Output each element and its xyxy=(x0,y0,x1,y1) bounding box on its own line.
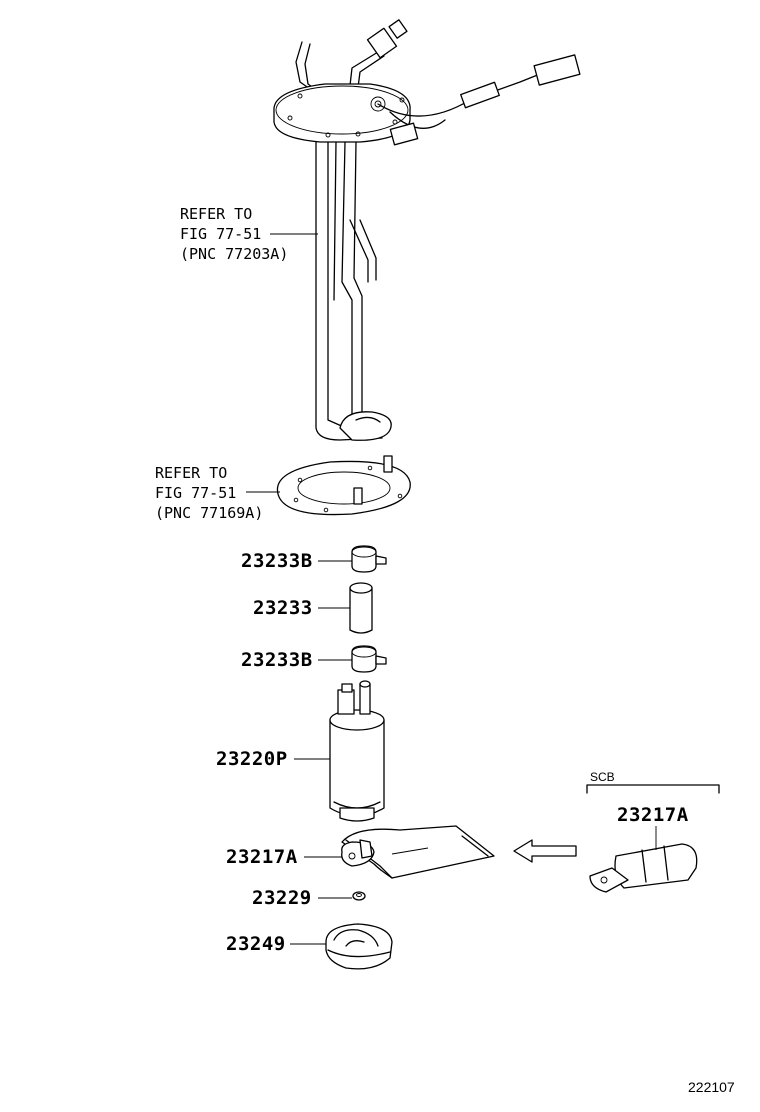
leader-lines xyxy=(246,233,657,945)
part-number-washer: 23229 xyxy=(252,887,312,909)
part-number-inset-filter: 23217A xyxy=(617,804,689,826)
part-number-hose: 23233 xyxy=(253,597,313,619)
clamp-lower xyxy=(351,645,387,673)
inset-filter xyxy=(589,843,698,893)
reference-label-lower-line1: REFER TO xyxy=(155,464,228,482)
reference-label-lower-line3: (PNC 77169A) xyxy=(155,504,264,522)
fuel-filter xyxy=(341,825,495,879)
inset-tag: SCB xyxy=(590,770,615,784)
hose xyxy=(349,582,373,634)
reference-label-upper-line1: REFER TO xyxy=(180,205,253,223)
part-number-clamp-upper: 23233B xyxy=(241,550,313,572)
reference-label-upper-line3: (PNC 77203A) xyxy=(180,245,289,263)
part-number-filter: 23217A xyxy=(226,846,298,868)
part-number-fuel-pump: 23220P xyxy=(216,748,288,770)
washer xyxy=(352,891,366,901)
reference-label-lower-line2: FIG 77-51 xyxy=(155,484,237,502)
inset-bracket xyxy=(586,784,720,794)
cushion xyxy=(325,923,393,970)
part-number-cushion: 23249 xyxy=(226,933,286,955)
reference-label-upper-line2: FIG 77-51 xyxy=(180,225,262,243)
part-number-clamp-lower: 23233B xyxy=(241,649,313,671)
fuel-pump xyxy=(329,680,385,822)
inset-arrow xyxy=(513,839,577,863)
clamp-upper xyxy=(351,545,387,573)
pump-bracket-assembly xyxy=(273,19,581,441)
gasket xyxy=(276,455,411,516)
figure-code: 222107 xyxy=(688,1079,735,1095)
